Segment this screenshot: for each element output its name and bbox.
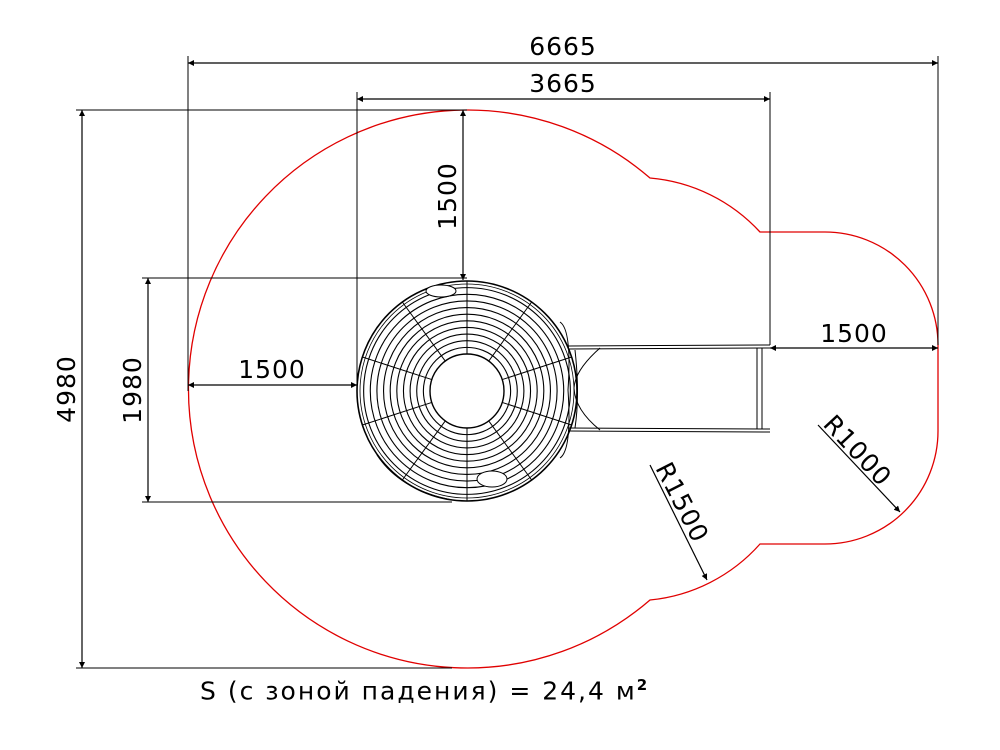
- dome-handhold: [476, 470, 508, 488]
- area-caption: S (с зоной падения) = 24,4 м2: [200, 676, 649, 705]
- dome-handhold: [425, 284, 457, 298]
- dim-right-clearance: 1500: [820, 319, 888, 348]
- dim-dome-diameter: 1980: [118, 356, 147, 424]
- fall-zone-outline: [187, 109, 939, 669]
- area-caption-text: S (с зоной падения) = 24,4 м: [200, 676, 637, 706]
- dim-overall-height: 4980: [52, 355, 81, 423]
- dome-spoke: [502, 401, 572, 426]
- dome-step: [376, 454, 453, 501]
- dome-top-opening: [429, 353, 505, 429]
- dome-spoke: [401, 301, 446, 362]
- climbing-dome: [356, 280, 578, 502]
- area-caption-superscript: 2: [636, 676, 650, 694]
- dome-spoke: [502, 356, 572, 381]
- dome-spoke: [362, 401, 432, 426]
- dome-spoke: [488, 420, 533, 481]
- dome-spoke: [488, 301, 533, 362]
- dim-upper-width: 3665: [529, 69, 597, 98]
- slide: [559, 321, 771, 459]
- dim-radius-small: R1000: [818, 409, 898, 492]
- dim-overall-width: 6665: [529, 32, 597, 61]
- dim-left-clearance: 1500: [238, 355, 306, 384]
- dim-radius-large: R1500: [650, 458, 715, 548]
- dim-top-clearance: 1500: [433, 162, 462, 230]
- dome-spoke: [401, 420, 446, 481]
- extension-lines: [76, 56, 939, 669]
- dimension-lines: [79, 60, 938, 668]
- dome-spoke: [362, 356, 432, 381]
